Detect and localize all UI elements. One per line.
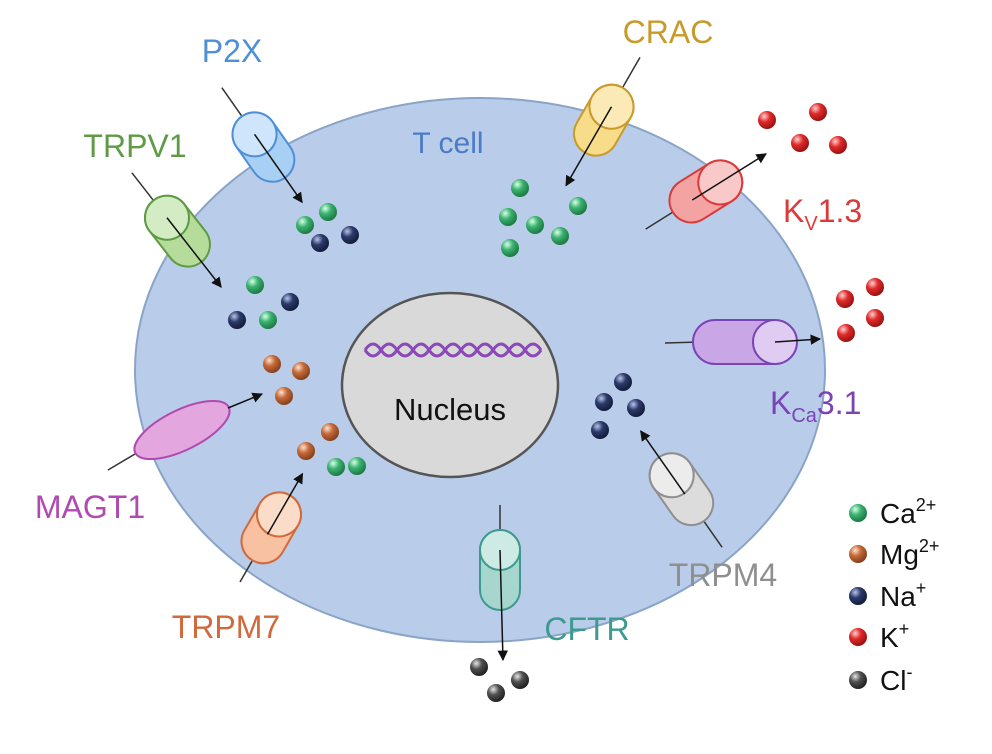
- nucleus-body: [340, 291, 560, 479]
- legend-item-mg: Mg2+: [849, 536, 939, 570]
- trpm7-label: TRPM7: [172, 609, 280, 645]
- legend-item-k: K+: [849, 619, 909, 653]
- channel-crac: CRAC: [565, 14, 714, 187]
- channel-trpv1: TRPV1: [83, 128, 222, 288]
- ions-crac: [499, 179, 587, 257]
- legend-item-ca: Ca2+: [849, 495, 936, 529]
- kv13-label: KV1.3: [783, 193, 862, 235]
- ions-trpm7: [297, 423, 366, 476]
- ions-p2x: [296, 203, 359, 252]
- svg-text:K+: K+: [880, 619, 909, 653]
- channel-trpm7: TRPM7: [172, 472, 304, 645]
- channel-magt1: MAGT1: [35, 392, 263, 525]
- kca31-label: KCa3.1: [770, 385, 861, 427]
- nucleus: Nucleus: [340, 291, 560, 479]
- legend-item-cl: Cl-: [849, 662, 912, 696]
- channel-kv13: KV1.3: [645, 153, 862, 235]
- svg-text:Mg2+: Mg2+: [880, 536, 939, 570]
- ions-cftr: [470, 658, 529, 702]
- ions-trpv1: [228, 276, 299, 329]
- crac-label: CRAC: [623, 14, 714, 50]
- svg-text:Ca2+: Ca2+: [880, 495, 936, 529]
- trpv1-label: TRPV1: [83, 128, 186, 164]
- channel-cftr: CFTR: [479, 505, 630, 662]
- cell-label: T cell: [412, 127, 483, 160]
- channel-p2x: P2X: [202, 33, 303, 204]
- trpm4-label: TRPM4: [669, 557, 777, 593]
- nucleus-label: Nucleus: [394, 392, 506, 427]
- dna-helix: [363, 342, 543, 358]
- ions-kca31: [836, 278, 884, 342]
- p2x-label: P2X: [202, 33, 262, 69]
- ions-magt1: [263, 355, 310, 405]
- svg-text:Cl-: Cl-: [880, 662, 912, 696]
- cftr-label: CFTR: [544, 611, 629, 647]
- svg-text:Na+: Na+: [880, 578, 926, 612]
- legend-item-na: Na+: [849, 578, 926, 612]
- legend: Ca2+ Mg2+ Na+ K+ Cl-: [849, 495, 939, 696]
- channel-trpm4: TRPM4: [640, 430, 777, 593]
- magt1-label: MAGT1: [35, 489, 145, 525]
- channel-kca31: KCa3.1: [664, 319, 861, 427]
- ions-trpm4: [591, 373, 645, 439]
- ions-kv13: [758, 103, 847, 154]
